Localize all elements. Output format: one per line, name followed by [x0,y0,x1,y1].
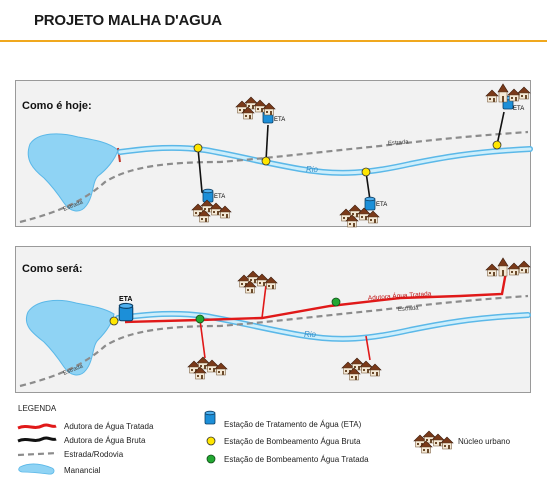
village-7 [342,358,381,380]
pump-raw-central [109,316,119,326]
road-current [19,130,529,224]
legend-yellow-dot [206,436,216,446]
eta-tank-1 [202,188,214,203]
treated-branch-1 [261,284,267,319]
legend-label-road: Estrada/Rodovia [64,450,124,459]
legend-houses [414,431,453,453]
village-2 [192,200,231,222]
legend-label-pump-treated: Estação de Bombeamento Água Tratada [224,455,369,464]
legend-label-pump-raw: Estação de Bombeamento Água Bruta [224,437,361,446]
legend-green-dot [206,454,216,464]
reservoir-shape-2 [26,299,115,376]
panel-current-scene: Rio Estrada Estrada ETA ETA ETA ETA [19,84,533,227]
panel-future-label: Como será: [22,263,83,275]
legend-label-reservoir: Manancial [64,466,101,475]
legend-road-line [17,451,59,457]
river-label-2: Rio [304,330,317,339]
legend-label-urban: Núcleo urbano [458,437,511,446]
road-label-3: Estrada [398,306,420,313]
river-current [117,144,533,176]
legend-label-treated: Adutora de Água Tratada [64,422,154,431]
pump-raw-2 [261,156,271,166]
legend-red-line [17,423,57,430]
treated-main-line [124,271,508,324]
eta-tank-central [118,302,134,322]
pump-raw-4 [492,140,502,150]
panel-current-label: Como é hoje: [22,100,92,112]
legend-label-eta: Estação de Tratamento de Água (ETA) [224,420,362,429]
raw-line-3 [365,171,371,201]
village-8 [486,258,530,276]
eta-label-3: ETA [376,202,387,208]
pump-raw-1 [193,143,203,153]
road-future [19,294,529,388]
title-underline [0,40,547,42]
eta-label-1: ETA [214,194,225,200]
treated-line-label: Adutora Água Tratada [368,289,432,302]
raw-line-2 [265,124,269,162]
legend-label-raw: Adutora de Água Bruta [64,436,146,445]
eta-label-central: ETA [119,296,132,303]
village-5 [238,271,277,293]
eta-label-4: ETA [513,106,524,112]
pump-treated-2 [331,297,341,307]
raw-line-1 [197,147,209,197]
village-6 [188,357,227,379]
eta-label-2: ETA [274,117,285,123]
legend-water-shape [18,463,55,475]
reservoir-shape [27,133,119,212]
river-label: Rio [306,165,319,174]
legend-tank [204,410,216,425]
treated-branch-2 [199,319,206,359]
road-label: Estrada [388,140,410,147]
panel-future-scene: Rio Estrada Estrada Adutora Água Tratada… [19,258,531,388]
pump-treated-1 [195,314,205,324]
legend-black-line [17,436,57,443]
eta-tank-3 [364,196,376,211]
pump-raw-3 [361,167,371,177]
legend-symbols [17,410,453,475]
raw-line-4 [496,111,505,146]
legend-title: LEGENDA [18,404,57,413]
treated-branch-3 [365,335,371,361]
page-title: PROJETO MALHA D'AGUA [34,12,222,29]
